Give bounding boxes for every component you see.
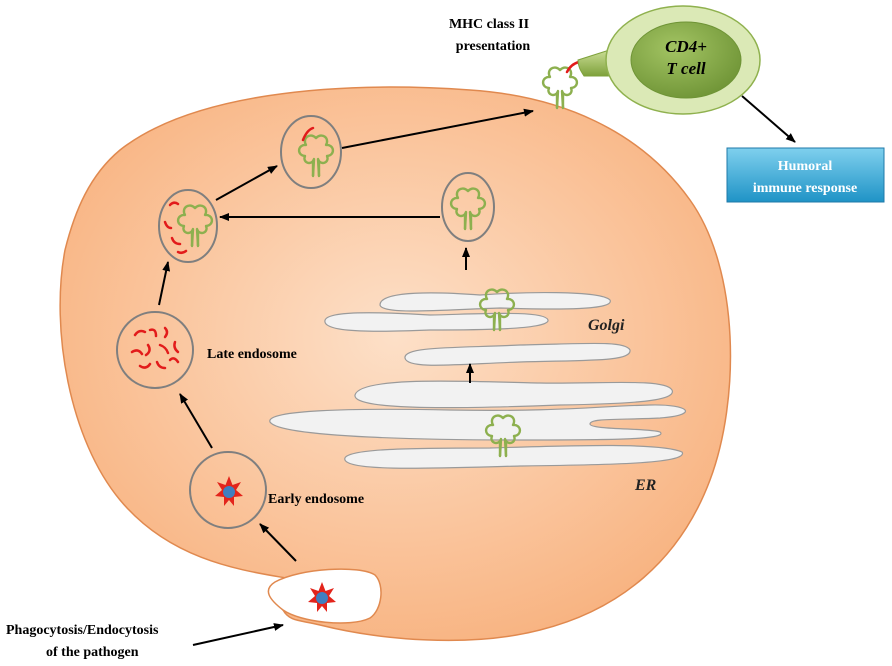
humoral-label-line1: Humoral — [778, 159, 833, 174]
arrow-uptake — [192, 623, 284, 646]
peptide-fragments-icon — [163, 201, 188, 255]
er-label: ER — [634, 477, 657, 494]
arrow-to-loading-compartment — [158, 261, 171, 306]
early-endosome-label: Early endosome — [268, 492, 364, 507]
surface-mhc-molecule-icon — [541, 66, 579, 110]
arrow-to-early-endosome — [259, 523, 297, 562]
early-endosome-vesicle — [189, 451, 267, 529]
mhc-loading-compartment — [158, 189, 218, 263]
golgi-derived-vesicle — [441, 172, 495, 242]
cd4-label-line1: CD4+ — [665, 37, 707, 56]
mhc-presentation-label-line1: MHC class II — [449, 17, 529, 32]
humoral-label-line2: immune response — [753, 181, 857, 196]
phagocytosis-label-line1: Phagocytosis/Endocytosis — [6, 623, 159, 638]
arrow-to-late-endosome — [179, 393, 213, 449]
cd4-label-line2: T cell — [666, 59, 705, 78]
mhc-peptide-vesicle — [280, 115, 342, 189]
peptide-fragments-icon — [130, 326, 180, 370]
arrow-to-humoral — [741, 95, 796, 143]
mhc-presentation-label-line2: presentation — [456, 39, 531, 54]
late-endosome-vesicle — [116, 311, 194, 389]
humoral-response-box — [726, 147, 885, 203]
phagocytosis-label-line2: of the pathogen — [46, 645, 139, 660]
arrow-to-surface — [341, 108, 534, 149]
endoplasmic-reticulum — [269, 380, 686, 469]
golgi-label: Golgi — [588, 317, 625, 334]
late-endosome-label: Late endosome — [207, 347, 297, 362]
cd4-t-cell-nucleus — [630, 21, 742, 99]
antigen-presenting-cell — [59, 86, 732, 642]
arrow-to-peptide-vesicle — [215, 165, 278, 201]
pathway-arrows — [158, 95, 796, 646]
